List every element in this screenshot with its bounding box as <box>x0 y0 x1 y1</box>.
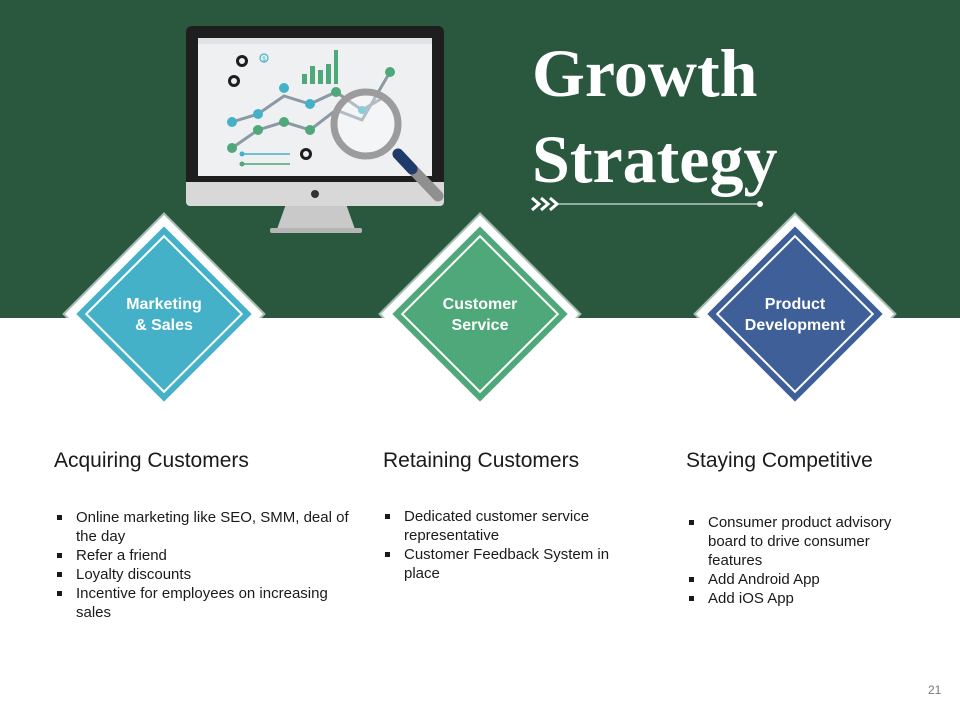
pillar-label-line-1: Customer <box>442 296 518 313</box>
monitor-analytics-icon: $ <box>186 26 448 236</box>
list-item: Online marketing like SEO, SMM, deal of … <box>54 508 354 546</box>
bullet-list-competitive: Consumer product advisory board to drive… <box>686 513 916 608</box>
pillar-label: Marketing & Sales <box>94 294 234 336</box>
page-title: Growth Strategy <box>532 30 932 202</box>
svg-text:$: $ <box>262 57 266 63</box>
pillar-label-line-2: & Sales <box>135 317 193 334</box>
column-heading-competitive: Staying Competitive <box>686 449 873 472</box>
pillar-diamond-product-development: Product Development <box>695 214 895 414</box>
pillar-label: Customer Service <box>410 294 550 336</box>
bullet-list-acquiring: Online marketing like SEO, SMM, deal of … <box>54 508 354 622</box>
list-item: Consumer product advisory board to drive… <box>686 513 916 570</box>
list-item: Dedicated customer service representativ… <box>382 507 632 545</box>
pillar-label-line-1: Product <box>764 296 826 313</box>
column-heading-acquiring: Acquiring Customers <box>54 449 249 472</box>
pillar-label: Product Development <box>725 294 865 336</box>
pillar-label-line-1: Marketing <box>126 296 202 313</box>
list-item: Customer Feedback System in place <box>382 545 632 583</box>
pillar-label-line-2: Development <box>744 317 846 334</box>
pillar-diamond-customer-service: Customer Service <box>380 214 580 414</box>
list-item: Refer a friend <box>54 546 354 565</box>
title-line-2: Strategy <box>532 121 778 197</box>
title-arrow-divider <box>531 196 763 212</box>
column-heading-retaining: Retaining Customers <box>383 449 580 472</box>
pillar-label-line-2: Service <box>451 317 509 334</box>
list-item: Loyalty discounts <box>54 565 354 584</box>
bullet-list-retaining: Dedicated customer service representativ… <box>382 507 632 583</box>
list-item: Incentive for employees on increasing sa… <box>54 584 354 622</box>
list-item: Add iOS App <box>686 589 916 608</box>
pillar-diamond-marketing: Marketing & Sales <box>64 214 264 414</box>
list-item: Add Android App <box>686 570 916 589</box>
page-number: 21 <box>928 683 942 697</box>
title-line-1: Growth <box>532 35 758 111</box>
